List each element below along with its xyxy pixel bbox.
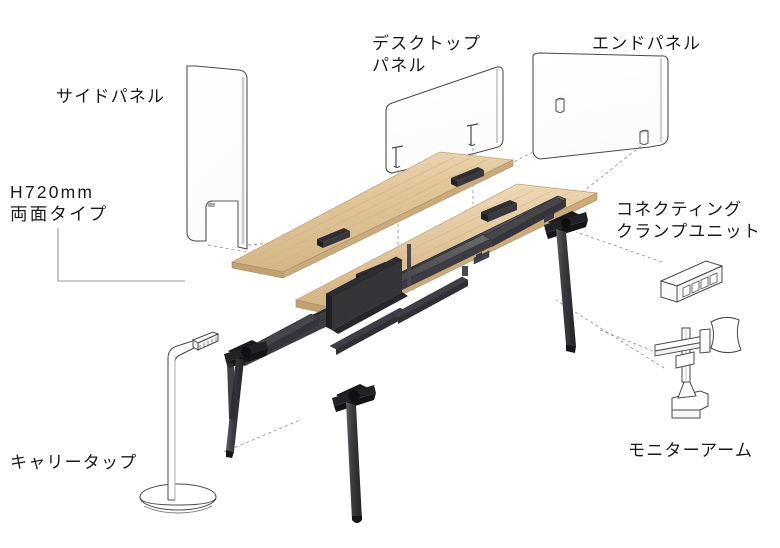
part-desk-frame — [224, 195, 588, 523]
part-monitor-arm — [654, 316, 742, 419]
height-bracket — [57, 228, 185, 282]
part-side-panel — [186, 65, 248, 250]
part-desk-top-rear — [230, 151, 515, 279]
part-desktop-panel — [385, 66, 504, 174]
label-desktop-panel: デスクトップ パネル — [372, 34, 482, 75]
part-carry-tap — [139, 331, 220, 514]
label-end-panel: エンドパネル — [592, 34, 702, 53]
part-connecting-clamp-unit — [659, 260, 724, 303]
label-height-type: H720mm 両面タイプ — [10, 182, 109, 225]
part-end-panel — [532, 52, 669, 160]
label-side-panel: サイドパネル — [56, 87, 166, 106]
label-carry-tap: キャリータップ — [10, 453, 138, 472]
label-monitor-arm: モニターアーム — [628, 441, 754, 460]
label-connecting-clamp-unit: コネクティング クランプユニット — [616, 200, 762, 241]
frame-joint-center-front — [332, 384, 376, 412]
